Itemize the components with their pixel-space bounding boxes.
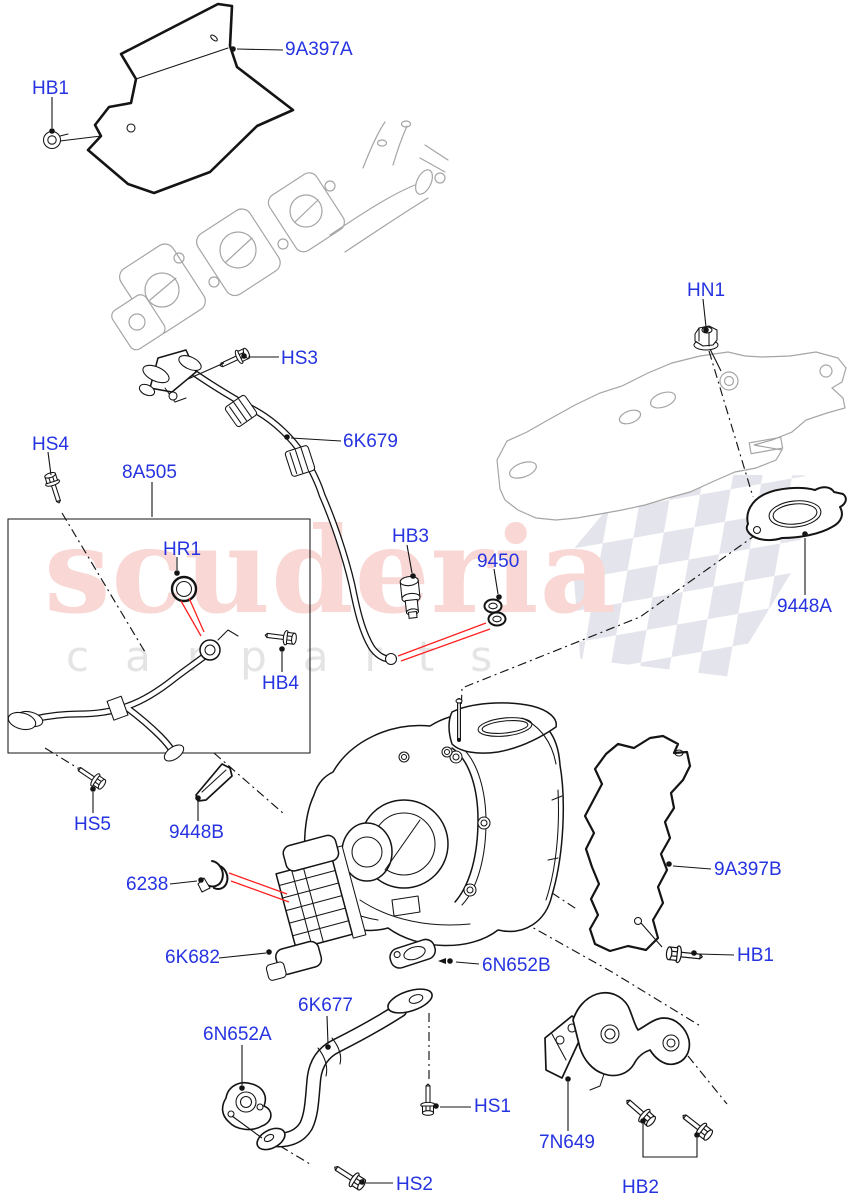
hb4-banjo-bolt (263, 627, 298, 647)
hr1-o-ring-drawing (170, 575, 198, 603)
part-label-hs5[interactable]: HS5 (74, 814, 111, 835)
oil-pipe-8a505-box (7, 518, 311, 754)
part-label-hb1-right[interactable]: HB1 (737, 945, 774, 966)
clamp-6238-drawing (197, 860, 229, 893)
part-label-hs3[interactable]: HS3 (281, 348, 318, 369)
oil-feed-pipe-6k679-drawing (138, 349, 398, 666)
oil-supply-pipe-8a505-drawing (7, 627, 298, 762)
part-label-hs4[interactable]: HS4 (32, 434, 69, 455)
callout-leader-lines (47, 46, 808, 1185)
hb2-bolt-a-drawing (621, 1093, 659, 1130)
turbocharger-drawing (265, 698, 565, 981)
fasteners (42, 130, 719, 1194)
part-label-9448b[interactable]: 9448B (169, 822, 224, 843)
part-label-6238[interactable]: 6238 (126, 874, 169, 895)
watermark-scuderia: scuderia (44, 501, 618, 640)
hs4-bolt-drawing (42, 470, 67, 506)
gasket-6n652b-drawing (389, 938, 446, 969)
exhaust-manifold-drawing (111, 120, 449, 351)
part-label-hr1[interactable]: HR1 (163, 539, 202, 560)
part-label-6n652a[interactable]: 6N652A (203, 1024, 272, 1045)
gasket-9448a-drawing (745, 486, 847, 542)
hs2-bolt-drawing (329, 1160, 369, 1194)
heat-shield-9a397b-drawing (583, 734, 692, 953)
part-label-6k682[interactable]: 6K682 (165, 947, 220, 968)
part-label-hb1-top[interactable]: HB1 (32, 78, 69, 99)
gasket-6n652a-drawing (221, 1082, 272, 1139)
rh-heat-shield-drawing (496, 351, 847, 521)
hb1-right-bolt-drawing (665, 944, 704, 966)
part-label-6k677[interactable]: 6K677 (298, 995, 353, 1016)
part-label-hn1[interactable]: HN1 (687, 280, 726, 301)
bracket-7n649-drawing (544, 991, 691, 1091)
part-label-hb2[interactable]: HB2 (622, 1177, 659, 1198)
heat-shield-9a397a-drawing (86, 2, 295, 195)
part-label-hs2[interactable]: HS2 (396, 1174, 433, 1195)
part-label-6n652b[interactable]: 6N652B (482, 955, 551, 976)
part-label-9448a[interactable]: 9448A (777, 596, 832, 617)
actuator-6k682-drawing (265, 834, 367, 981)
watermark-carparts: carparts (66, 632, 529, 681)
red-pointer-lines (180, 597, 491, 903)
part-label-6k679[interactable]: 6K679 (343, 431, 398, 452)
hs3-bolt-drawing (216, 345, 253, 373)
part-label-8a505[interactable]: 8A505 (122, 462, 177, 483)
9450-seal-rings-drawing (483, 598, 507, 627)
part-label-hb4[interactable]: HB4 (262, 673, 299, 694)
part-label-hb3[interactable]: HB3 (392, 526, 429, 547)
part-label-7n649[interactable]: 7N649 (539, 1132, 595, 1153)
part-label-hs1[interactable]: HS1 (474, 1096, 511, 1117)
hs1-bolt-drawing (420, 1083, 436, 1116)
hb3-sensor-drawing (399, 575, 421, 619)
part-label-9450[interactable]: 9450 (477, 551, 520, 572)
part-label-9a397b[interactable]: 9A397B (714, 859, 782, 880)
gasket-9448b-drawing (195, 763, 233, 802)
hb2-bolt-b-drawing (677, 1108, 716, 1144)
oil-drain-pipe-6k677-drawing (256, 988, 433, 1151)
part-label-9a397a[interactable]: 9A397A (285, 39, 353, 60)
